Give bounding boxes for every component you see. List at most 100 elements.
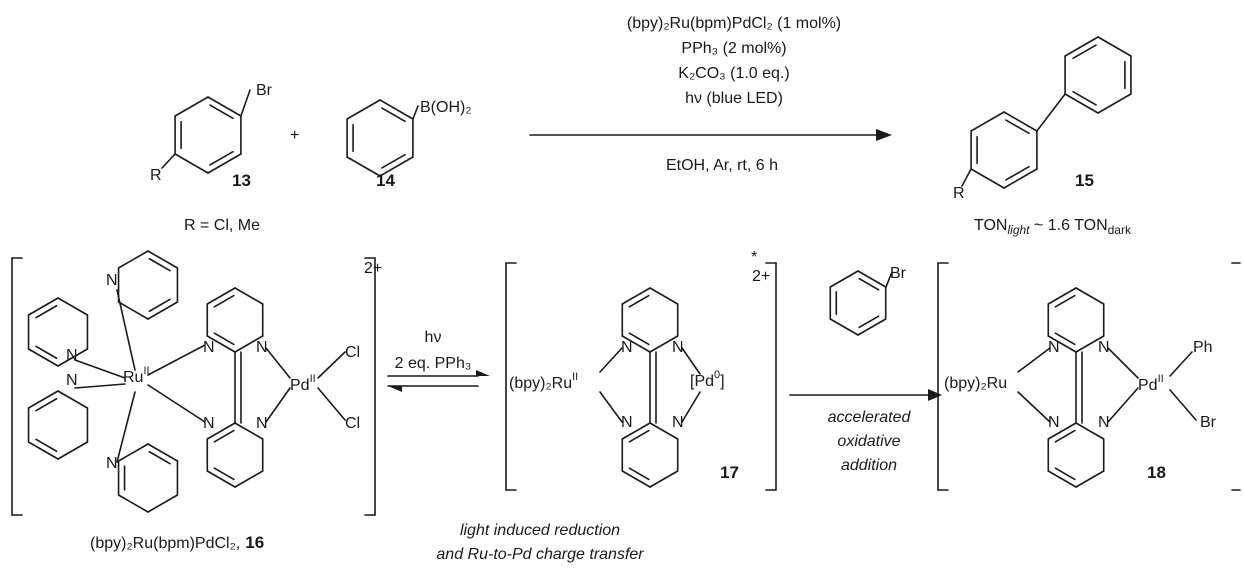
- ru-bpm-bond: [147, 384, 206, 423]
- ru-n-bond: [116, 391, 136, 463]
- ring-15b-double: [1072, 44, 1097, 60]
- ru-group-18: (bpy)₂Ru: [944, 375, 1007, 392]
- bromobenzene-br-label: Br: [890, 265, 907, 282]
- ru-atom-16: RuII: [123, 365, 150, 386]
- n-bpm-17-c: N: [621, 414, 633, 431]
- compound-17-number: 17: [720, 463, 739, 482]
- bpy2-ring-b-double: [148, 450, 171, 465]
- bpm17-top-double: [628, 294, 650, 308]
- bpy2-ring-b-edge: [147, 443, 179, 462]
- n-bpm-18-c: N: [1048, 414, 1060, 431]
- complex-16-formula: (bpy)₂Ru(bpm)PdCl₂,16: [90, 533, 264, 552]
- pd-atom-18: PdII: [1138, 373, 1164, 394]
- bpy2-ring-a-double: [35, 397, 58, 412]
- bromobenzene-ring-edge: [829, 270, 859, 288]
- plus-sign: +: [290, 127, 299, 144]
- bpm16-top-edge: [234, 287, 264, 305]
- bpy1-ring-a-edge: [27, 348, 59, 367]
- pd-n-bond-18: [1107, 387, 1139, 423]
- n-bpm-18-b: N: [1098, 339, 1110, 356]
- bpy2-ring-a-double: [35, 438, 58, 453]
- bpm16-top-double: [213, 332, 235, 346]
- bpm18-bottom-edge: [1075, 470, 1105, 488]
- arrowheads: [388, 129, 942, 401]
- ring-15a-edge: [1003, 111, 1038, 132]
- bond-biaryl: [1036, 93, 1066, 132]
- ring-14-edge: [346, 99, 381, 120]
- n-bpm-17-b: N: [672, 339, 684, 356]
- compound-15-number: 15: [1075, 171, 1094, 190]
- pd-cl-bond: [317, 351, 346, 379]
- ru-n-bond: [116, 289, 136, 371]
- ring-13-edge: [174, 153, 209, 174]
- condition-ligand: PPh₃ (2 mol%): [681, 40, 786, 57]
- bpm17-top-edge: [649, 287, 679, 305]
- n-bpm-17-d: N: [672, 414, 684, 431]
- bpm16-top-double: [213, 294, 235, 308]
- cl-atom-1: Cl: [345, 344, 360, 361]
- n-bpm-18-a: N: [1048, 339, 1060, 356]
- bromide-r-label: R: [150, 167, 162, 184]
- bpy1-ring-a-double: [35, 304, 58, 319]
- bromobenzene-ring-edge: [857, 270, 887, 288]
- bpy2-ring-a-edge: [57, 441, 89, 460]
- condition-light: hν (blue LED): [685, 90, 783, 107]
- ring-15b-edge: [1097, 36, 1132, 57]
- n-bpm-16-b: N: [256, 339, 268, 356]
- bpm16-top-edge: [206, 335, 236, 353]
- bpy1-ring-a-edge: [27, 297, 59, 316]
- n-bpm-16-a: N: [203, 339, 215, 356]
- ring-15b-edge: [1064, 93, 1099, 114]
- bpy2-ring-b-edge: [117, 494, 149, 513]
- pd-n-bond: [265, 347, 291, 379]
- equilibrium-forward-head: [476, 370, 490, 376]
- bpm18-bottom-edge: [1075, 422, 1105, 440]
- ring-15a-edge: [970, 168, 1005, 189]
- bpy1-ring-a-edge: [57, 348, 89, 367]
- bpm16-top-edge: [234, 335, 264, 353]
- bpm17-bottom-edge: [649, 422, 679, 440]
- ring-14-double: [381, 107, 406, 123]
- bpm17-top-double: [628, 332, 650, 346]
- bpm18-top-double: [1054, 294, 1076, 308]
- bpm18-bottom-double: [1054, 467, 1076, 481]
- bpm16-top-edge: [206, 287, 236, 305]
- ru-n-bond-18: [1017, 391, 1051, 423]
- bpm16-bottom-double: [213, 467, 235, 481]
- ru-n-bond: [74, 359, 126, 379]
- bpm18-top-edge: [1075, 335, 1105, 353]
- bpm17-bottom-edge: [649, 470, 679, 488]
- bpm18-bottom-edge: [1047, 470, 1077, 488]
- r-group-note: R = Cl, Me: [184, 217, 260, 234]
- cl-atom-2: Cl: [345, 415, 360, 432]
- product-r-label: R: [953, 185, 965, 202]
- ru-n-bond-18: [1017, 347, 1051, 373]
- bpy2-ring-a-edge: [57, 390, 89, 409]
- ring-14-double: [381, 153, 406, 169]
- n-bpm-18-d: N: [1098, 414, 1110, 431]
- ring-15a-edge: [1003, 168, 1038, 189]
- ring-14-edge: [379, 99, 414, 120]
- pd-n-bond-17: [681, 391, 701, 423]
- condition-base: K₂CO₃ (1.0 eq.): [678, 65, 789, 82]
- ring-15a-edge: [970, 111, 1005, 132]
- bpm18-bottom-double: [1054, 429, 1076, 443]
- ring-13-double: [209, 104, 234, 120]
- step2-arrow-head: [928, 389, 942, 401]
- equilibrium-reagent: 2 eq. PPh₃: [395, 355, 472, 372]
- bromobenzene-ring-edge: [829, 318, 859, 336]
- n-bpy1-b: N: [66, 347, 78, 364]
- pd-cl-bond: [317, 387, 346, 421]
- bromide-br-label: Br: [256, 82, 273, 99]
- bpm18-top-edge: [1075, 287, 1105, 305]
- compound-14-number: 14: [376, 171, 395, 190]
- ring-15a-double: [1005, 119, 1030, 135]
- bpy1-ring-b-edge: [147, 250, 179, 269]
- bpm16-bottom-edge: [206, 422, 236, 440]
- reduction-note-1: light induced reduction: [460, 522, 620, 539]
- reduction-note-2: and Ru-to-Pd charge transfer: [436, 546, 644, 563]
- n-bpm-16-d: N: [256, 415, 268, 432]
- pd-n-bond: [265, 387, 291, 423]
- bpy2-ring-a-edge: [27, 390, 59, 409]
